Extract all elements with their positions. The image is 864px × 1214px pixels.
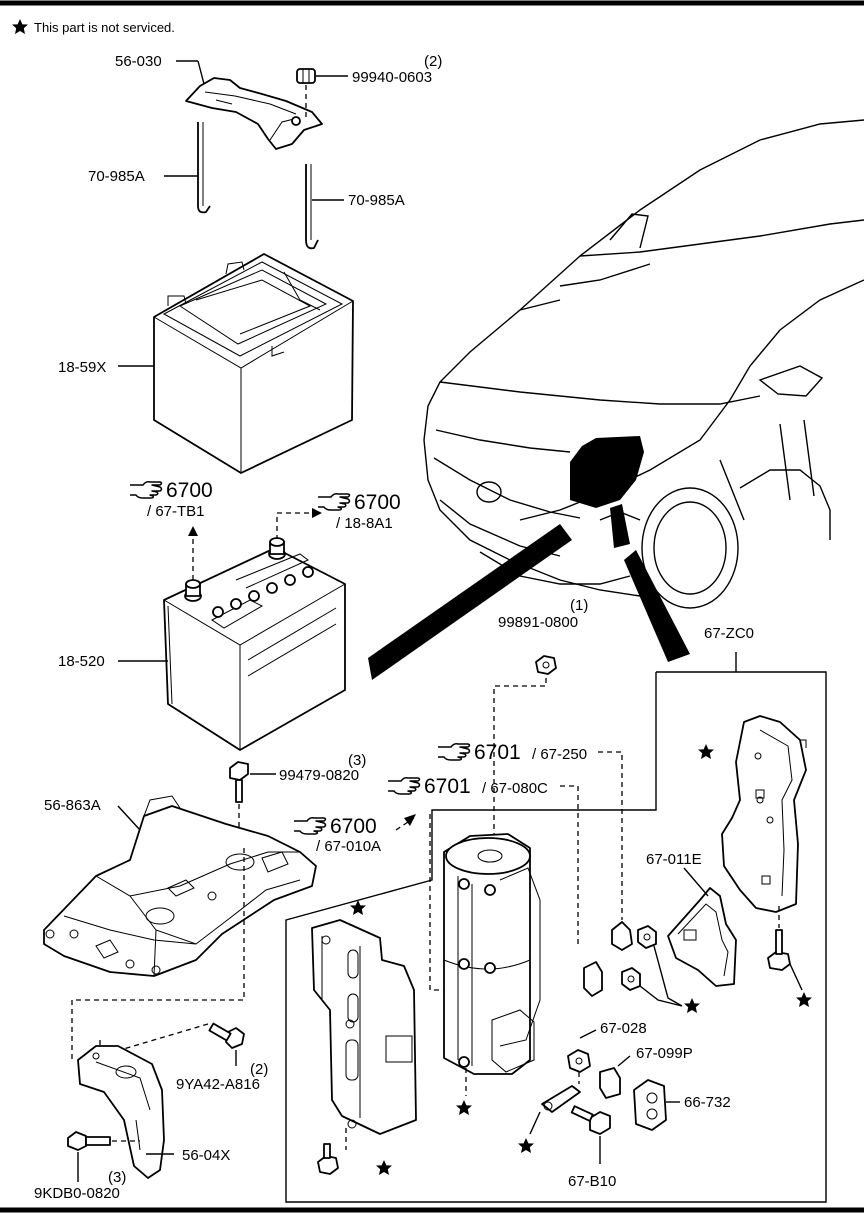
label-99479-0820-qty: (3) [348, 752, 366, 769]
pointing-hand-icon [317, 493, 351, 511]
battery-cover-18-59X [153, 253, 354, 474]
ref-67-080C: / 67-080C [482, 780, 548, 797]
star-icon [698, 744, 714, 759]
fuse-bracket-left [311, 919, 417, 1135]
label-67-028: 67-028 [600, 1020, 647, 1037]
ref-18-8A1: / 18-8A1 [336, 515, 393, 532]
vehicle-front-view [423, 119, 864, 611]
label-99940-0603: 99940-0603 [352, 69, 432, 86]
star-icon [518, 1138, 534, 1153]
ref-6701-b: 6701 [424, 775, 471, 798]
j-bolt-right-70-985A [305, 164, 319, 250]
label-56-04X: 56-04X [182, 1147, 230, 1164]
bracket-67-ZC0 [721, 715, 807, 913]
nut-99891-0800 [535, 655, 557, 675]
label-9YA42-A816: 9YA42-A816 [176, 1076, 260, 1093]
connector-67-099P [599, 1067, 621, 1099]
label-9YA42-A816-qty: (2) [250, 1061, 268, 1078]
ref-6700-a: 6700 [166, 479, 213, 502]
label-70-985A-left: 70-985A [88, 168, 145, 185]
label-18-59X: 18-59X [58, 359, 106, 376]
pointer-wedge-left [368, 524, 572, 680]
pointer-wedge-right [624, 550, 690, 662]
pointing-hand-icon [387, 777, 421, 795]
star-icon [376, 1160, 392, 1175]
j-bolt-left-70-985A [197, 122, 211, 214]
star-icon [456, 1100, 472, 1115]
bracket-56-030 [185, 77, 323, 150]
nut-99940-0603 [296, 68, 316, 84]
bolt-99479-0820 [229, 761, 249, 803]
pointing-hand-icon [437, 743, 471, 761]
bolt-bracket-right [767, 929, 791, 971]
ref-67-TB1: / 67-TB1 [147, 503, 205, 520]
label-67-099P: 67-099P [636, 1045, 693, 1062]
bolt-67-B10 [570, 1105, 611, 1135]
label-56-863A: 56-863A [44, 797, 101, 814]
battery-tray-56-863A [43, 795, 317, 977]
battery-18-520 [163, 537, 346, 751]
label-9KDB0-0820-qty: (3) [108, 1169, 126, 1186]
terminal-clip-lower [583, 961, 641, 997]
bolt-9YA42-A816 [208, 1022, 245, 1049]
grommet-66-732 [633, 1079, 667, 1131]
label-9KDB0-0820: 9KDB0-0820 [34, 1185, 120, 1202]
bracket-56-04X [77, 1045, 165, 1179]
terminal-clip-upper [611, 921, 657, 951]
ground-eyelet [541, 1085, 581, 1113]
label-67-B10: 67-B10 [568, 1173, 616, 1190]
label-99940-0603-qty: (2) [424, 53, 442, 70]
label-99891-0800: 99891-0800 [498, 614, 578, 631]
pointing-hand-icon [293, 817, 327, 835]
header-note: This part is not serviced. [34, 20, 175, 35]
label-18-520: 18-520 [58, 653, 105, 670]
label-99891-0800-qty: (1) [570, 597, 588, 614]
star-icon [796, 992, 812, 1007]
ref-6701-a: 6701 [474, 741, 521, 764]
ref-67-250: / 67-250 [532, 746, 587, 763]
label-70-985A-right: 70-985A [348, 192, 405, 209]
pointing-hand-icon [129, 481, 163, 499]
ref-67-010A: / 67-010A [316, 838, 381, 855]
fuse-block [443, 833, 541, 1075]
nut-67-028 [567, 1049, 591, 1073]
star-icon [684, 998, 700, 1013]
label-67-011E: 67-011E [646, 851, 702, 868]
bolt-fuse-bracket [317, 1143, 339, 1175]
label-67-ZC0: 67-ZC0 [704, 625, 754, 642]
bolt-9KDB0-0820 [67, 1131, 111, 1151]
box-67-ZC0 [285, 671, 827, 1203]
label-99479-0820: 99479-0820 [279, 767, 359, 784]
label-56-030: 56-030 [115, 53, 162, 70]
label-66-732: 66-732 [684, 1094, 731, 1111]
ref-6700-c: 6700 [330, 815, 377, 838]
ref-6700-b: 6700 [354, 491, 401, 514]
cover-67-011E [667, 887, 737, 987]
star-icon [12, 19, 28, 34]
